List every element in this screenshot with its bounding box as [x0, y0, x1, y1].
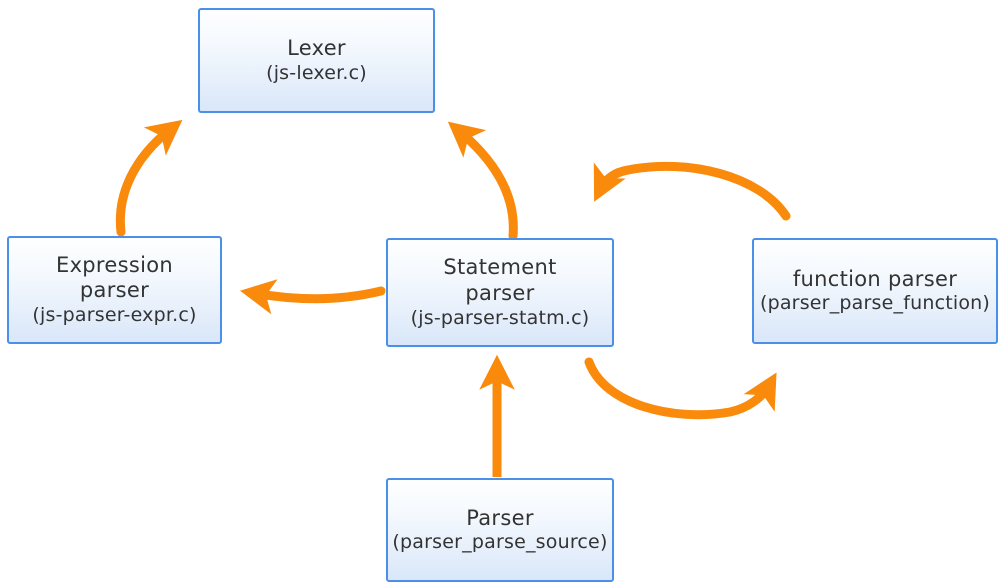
node-function-parser[interactable]: function parser (parser_parse_function) — [752, 238, 998, 344]
node-lexer-title: Lexer — [287, 36, 346, 61]
node-parser[interactable]: Parser (parser_parse_source) — [386, 478, 614, 582]
node-expression-parser-title: Expression — [56, 252, 173, 277]
node-statement-parser[interactable]: Statement parser (js-parser-statm.c) — [386, 238, 614, 347]
node-statement-parser-subtitle: (js-parser-statm.c) — [410, 306, 590, 329]
edge-statement-parser-to-expression-parser — [240, 279, 386, 315]
edge-statement-parser-to-lexer — [447, 121, 518, 241]
node-expression-parser-title-line2: parser — [79, 278, 150, 303]
node-statement-parser-title-line2: parser — [465, 280, 535, 305]
node-function-parser-title: function parser — [792, 266, 958, 291]
node-parser-title: Parser — [466, 505, 534, 530]
node-parser-subtitle: (parser_parse_source) — [392, 531, 608, 554]
node-lexer[interactable]: Lexer (js-lexer.c) — [198, 8, 435, 113]
node-expression-parser-subtitle: (js-parser-expr.c) — [32, 304, 197, 327]
node-statement-parser-title: Statement — [443, 255, 557, 280]
node-function-parser-subtitle: (parser_parse_function) — [759, 292, 991, 315]
edge-statement-parser-to-function-parser — [584, 357, 777, 420]
node-lexer-subtitle: (js-lexer.c) — [266, 61, 367, 84]
node-expression-parser[interactable]: Expression parser (js-parser-expr.c) — [7, 236, 222, 344]
edge-expression-parser-to-lexer — [115, 119, 183, 237]
edge-function-parser-to-statement-parser — [593, 161, 791, 221]
